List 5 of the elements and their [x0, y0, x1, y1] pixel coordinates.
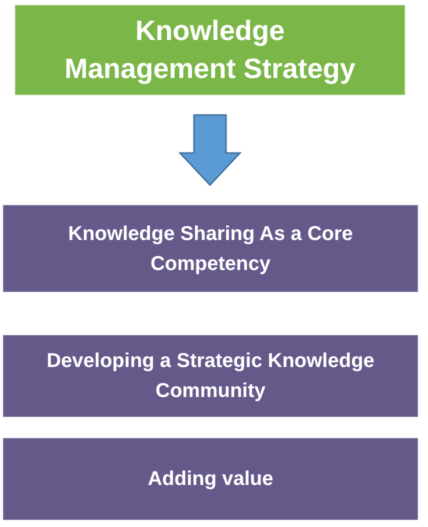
- process-box: Adding value: [3, 438, 418, 520]
- process-box: Knowledge Sharing As a Core Competency: [3, 205, 418, 292]
- process-box: Developing a Strategic Knowledge Community: [3, 335, 418, 417]
- block-arrow: [178, 114, 242, 186]
- process-box: Knowledge Management Strategy: [15, 5, 405, 95]
